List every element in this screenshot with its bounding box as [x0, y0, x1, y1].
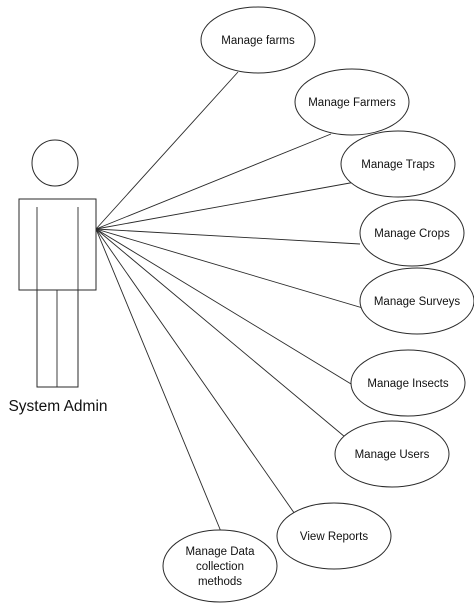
use-case-manage-users: Manage Users [334, 420, 450, 488]
association-lines [95, 71, 385, 535]
use-case-manage-farms: Manage farms [200, 6, 316, 74]
actor-legs [36, 289, 79, 388]
use-case-manage-traps: Manage Traps [340, 130, 456, 198]
use-case-ellipse [359, 267, 474, 335]
association-manage-users [95, 228, 352, 443]
use-case-ellipse [359, 199, 465, 267]
association-manage-crops [95, 228, 361, 245]
association-manage-traps [95, 178, 373, 230]
use-case-label: View Reports [300, 531, 368, 543]
actor-system-admin: System Admin [8, 139, 108, 415]
actor-head [31, 139, 79, 187]
use-case-ellipse [340, 130, 456, 198]
use-case-label: Manage Surveys [374, 296, 461, 308]
use-case-label: collection [196, 561, 244, 573]
association-manage-data-collection-methods [95, 228, 223, 535]
use-case-manage-crops: Manage Crops [359, 199, 465, 267]
use-case-ellipse [334, 420, 450, 488]
use-case-view-reports: View Reports [276, 502, 392, 570]
use-case-ellipse [350, 349, 466, 417]
use-case-label: Manage Crops [374, 228, 450, 240]
use-case-ellipse [294, 68, 410, 136]
association-manage-farmers [95, 133, 332, 230]
association-view-reports [95, 228, 298, 518]
use-case-ellipse [276, 502, 392, 570]
use-case-label: Manage Farmers [308, 97, 396, 109]
actor-label: System Admin [8, 398, 107, 415]
use-case-label: Manage Insects [367, 378, 448, 390]
use-case-manage-surveys: Manage Surveys [359, 267, 474, 335]
use-case-label: methods [198, 576, 242, 588]
actor-body [18, 198, 97, 291]
association-manage-insects [95, 228, 385, 405]
use-case-manage-data-collection-methods: Manage Data collection methods [162, 529, 278, 603]
association-manage-surveys [95, 228, 384, 315]
use-case-ellipse [200, 6, 316, 74]
use-case-manage-insects: Manage Insects [350, 349, 466, 417]
use-case-label: Manage farms [221, 35, 295, 47]
use-case-ellipse [162, 529, 278, 603]
use-case-label: Manage Users [355, 449, 430, 461]
use-case-label: Manage Data [185, 546, 255, 558]
association-manage-farms [95, 71, 239, 230]
use-case-label: Manage Traps [361, 159, 435, 171]
use-case-manage-farmers: Manage Farmers [294, 68, 410, 136]
